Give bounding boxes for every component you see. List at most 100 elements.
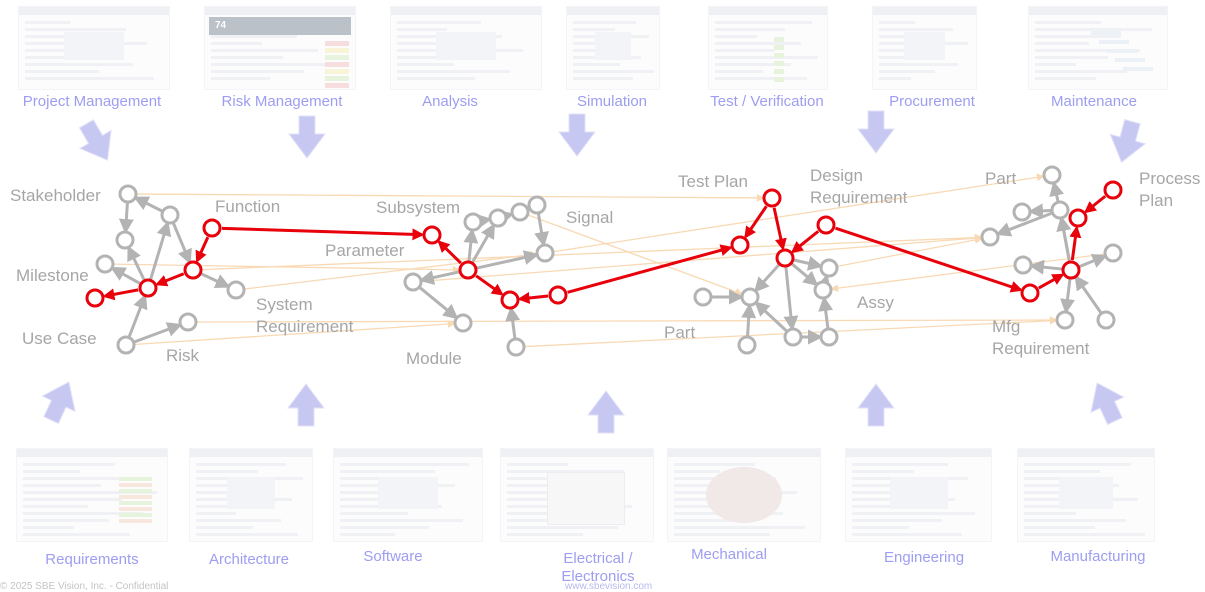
tool-label-test-verification: Test / Verification bbox=[710, 93, 824, 110]
edge-M5-M9 bbox=[534, 213, 549, 248]
graph-node bbox=[226, 280, 246, 300]
graph-node bbox=[819, 258, 839, 278]
graph-node bbox=[737, 335, 757, 355]
graph-node bbox=[178, 312, 198, 332]
screenshot-requirements bbox=[16, 448, 168, 542]
graph-node bbox=[116, 335, 136, 355]
edge-L4-M6 bbox=[113, 263, 461, 274]
tool-label-simulation: Simulation bbox=[576, 93, 648, 110]
edge-L2-L1 bbox=[133, 196, 163, 213]
graph-node bbox=[1096, 310, 1116, 330]
edge-R3-R9 bbox=[783, 266, 799, 332]
edge-M7-P4 bbox=[421, 234, 983, 282]
edge-L5-L3 bbox=[127, 245, 146, 281]
graph-node bbox=[202, 218, 222, 238]
label-test-plan: Test Plan bbox=[678, 172, 748, 191]
graph-node bbox=[506, 337, 526, 357]
graph-node bbox=[783, 327, 803, 347]
graph-node bbox=[1020, 283, 1040, 303]
tool-arrow-down-4 bbox=[1109, 119, 1147, 164]
edge-R5-P4 bbox=[837, 236, 983, 267]
tool-label-mechanical: Mechanical bbox=[691, 546, 767, 563]
graph-node bbox=[118, 184, 138, 204]
website-link[interactable]: www.sbevision.com bbox=[565, 581, 653, 592]
tool-label-maintenance: Maintenance bbox=[1051, 93, 1137, 110]
graph-node bbox=[693, 287, 713, 307]
edge-P8-P7 bbox=[1028, 259, 1063, 275]
edge-M11-R1 bbox=[567, 244, 733, 294]
graph-node bbox=[1103, 243, 1123, 263]
screenshot-electrical bbox=[500, 448, 654, 542]
tool-label-procurement: Procurement bbox=[889, 93, 975, 110]
edge-L6-L5 bbox=[155, 272, 185, 287]
graph-node bbox=[740, 287, 760, 307]
edge-L7-M1 bbox=[221, 226, 425, 241]
edge-L2-L6 bbox=[172, 222, 192, 265]
label-mfg-requirement: Mfg Requirement bbox=[992, 317, 1090, 358]
label-use-case: Use Case bbox=[22, 329, 97, 348]
edge-P6-P5 bbox=[1083, 195, 1107, 214]
label-design-requirement: Design Requirement bbox=[810, 166, 908, 207]
tool-arrow-up-4 bbox=[1090, 382, 1125, 426]
tool-label-project-management: Project Management bbox=[22, 93, 162, 110]
label-signal: Signal bbox=[566, 208, 614, 227]
screenshot-manufacturing bbox=[1017, 448, 1155, 542]
screenshot-software bbox=[333, 448, 483, 542]
graph-node bbox=[510, 202, 530, 222]
edge-L6-L9 bbox=[200, 272, 231, 288]
edge-P8-P3 bbox=[1056, 215, 1072, 262]
edge-M12-P11 bbox=[524, 316, 1058, 348]
edge-P12-P8 bbox=[1074, 274, 1103, 314]
graph-node bbox=[1068, 208, 1088, 228]
tool-label-engineering: Engineering bbox=[883, 549, 965, 566]
risk-score: 74 bbox=[215, 20, 227, 31]
edge-R2-R3 bbox=[772, 207, 787, 251]
label-process-plan: Process Plan bbox=[1139, 169, 1201, 210]
edge-P8-P3 bbox=[1056, 215, 1072, 262]
edge-M11-M10 bbox=[517, 292, 549, 304]
screenshot-risk-management: 74 bbox=[204, 6, 356, 90]
edge-L5-L4 bbox=[110, 266, 141, 285]
edge-M2-M3 bbox=[476, 213, 493, 229]
tool-arrow-down-0 bbox=[78, 119, 112, 161]
label-milestone: Milestone bbox=[16, 266, 89, 285]
graph-node bbox=[138, 278, 158, 298]
edge-R4-P10 bbox=[835, 226, 1023, 293]
copyright-notice: © 2025 SBE Vision, Inc. - Confidential bbox=[0, 581, 169, 592]
screenshot-analysis bbox=[390, 6, 542, 90]
edge-P3-P4 bbox=[995, 211, 1053, 237]
edge-R9-R6 bbox=[754, 301, 788, 332]
graph-node bbox=[488, 208, 508, 228]
graph-node bbox=[463, 212, 483, 232]
tool-arrow-up-1 bbox=[287, 383, 325, 427]
tool-label-electrical: Electrical / Electronics bbox=[561, 550, 635, 585]
graph-node bbox=[1061, 260, 1081, 280]
graph-node bbox=[816, 215, 836, 235]
edge-R3-R6 bbox=[754, 263, 781, 293]
graph-node bbox=[548, 285, 568, 305]
screenshot-maintenance bbox=[1028, 6, 1168, 90]
edge-M6-M10 bbox=[475, 274, 504, 296]
edge-L1-L3 bbox=[118, 202, 134, 235]
label-parameter: Parameter bbox=[325, 241, 405, 260]
edge-L11-L5 bbox=[127, 293, 148, 338]
tool-label-architecture: Architecture bbox=[208, 551, 290, 568]
graph-node bbox=[95, 254, 115, 274]
tool-arrow-down-3 bbox=[857, 110, 895, 154]
screenshot-procurement bbox=[872, 6, 977, 90]
edge-R3-R8 bbox=[790, 262, 819, 287]
edge-L7-L6 bbox=[195, 236, 210, 264]
tool-label-software: Software bbox=[363, 548, 423, 565]
label-risk: Risk bbox=[166, 346, 200, 365]
tool-arrow-down-2 bbox=[558, 113, 596, 157]
tool-label-analysis: Analysis bbox=[422, 93, 478, 110]
screenshot-test-verification bbox=[708, 6, 828, 90]
tool-arrow-up-2 bbox=[587, 390, 625, 434]
edge-R11-R6 bbox=[741, 302, 757, 337]
edge-M6-M9 bbox=[476, 250, 540, 270]
label-stakeholder: Stakeholder bbox=[10, 186, 101, 205]
tool-arrow-up-3 bbox=[857, 383, 895, 427]
graph-node bbox=[527, 195, 547, 215]
graph-node bbox=[1012, 202, 1032, 222]
screenshot-mechanical bbox=[667, 448, 821, 542]
